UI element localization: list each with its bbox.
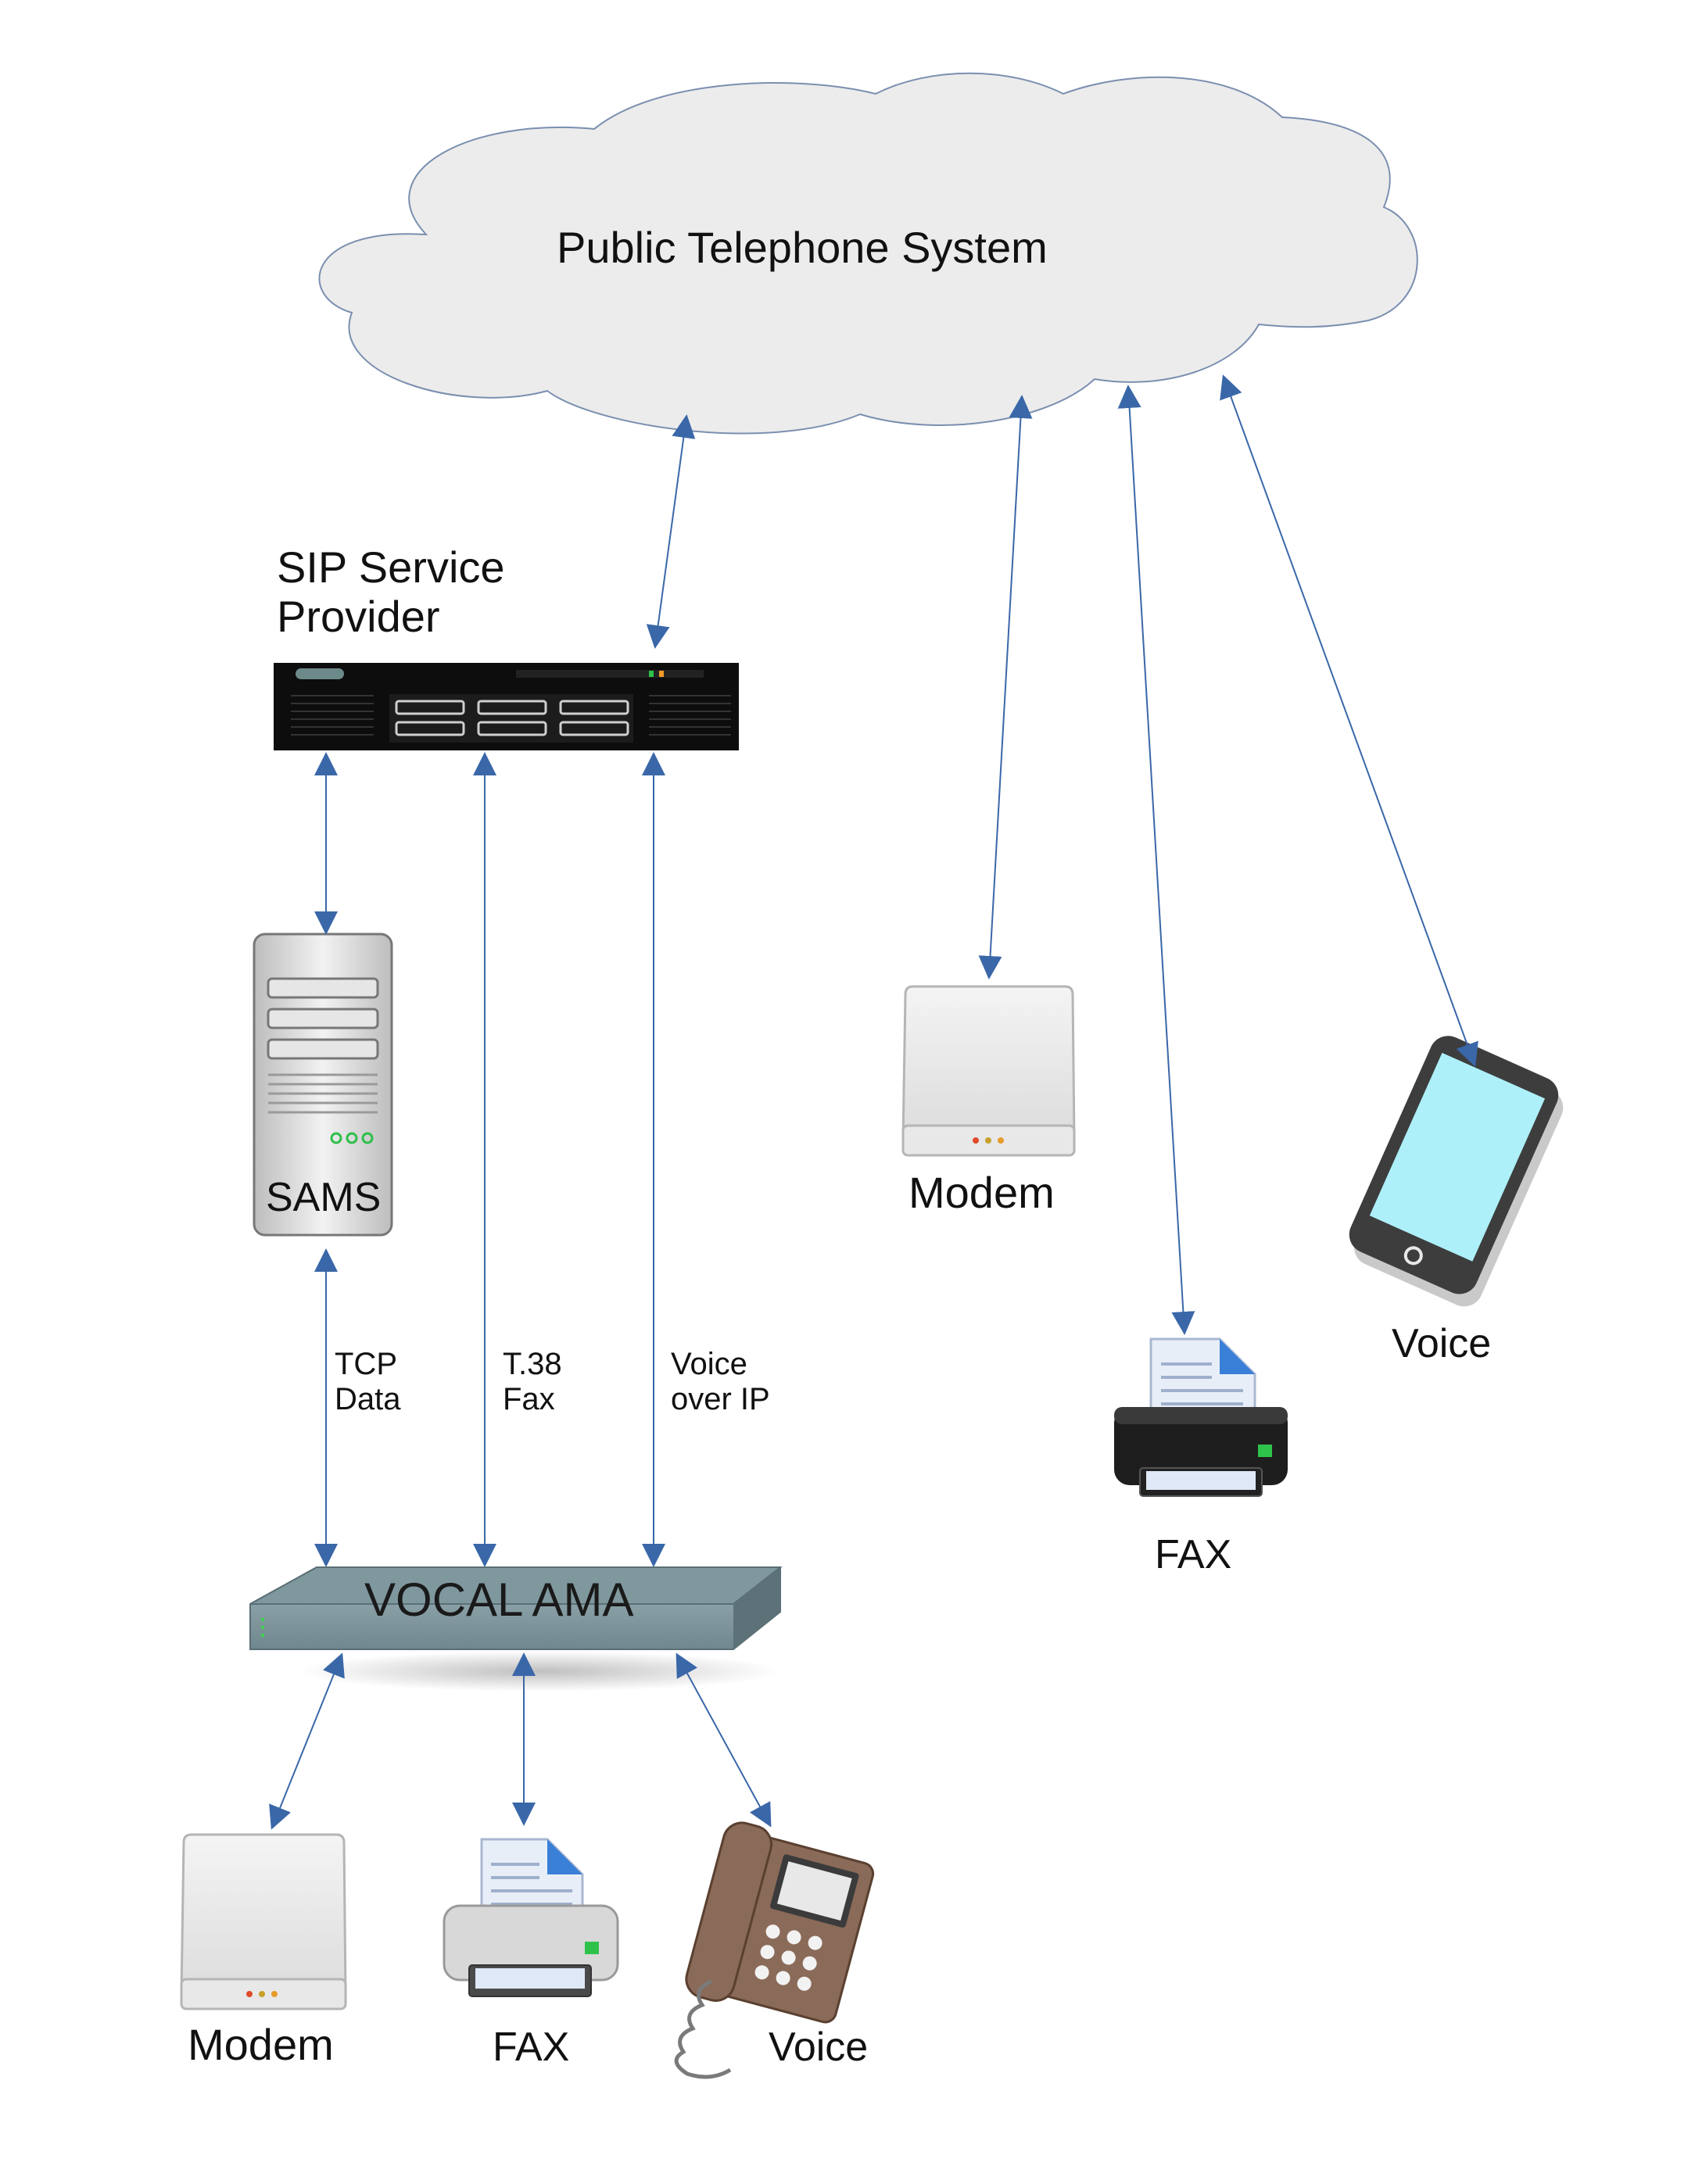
link-cloud-fax: [1117, 385, 1195, 1335]
sip-rack-icon: [274, 663, 739, 750]
connection-arrows: [269, 374, 1478, 1830]
link-label-voip: Voice over IP: [671, 1347, 770, 1416]
local-modem-label: Modem: [188, 2020, 334, 2069]
cloud-shape: [318, 72, 1418, 435]
link-ama-modem: [269, 1652, 345, 1830]
cloud-label: Public Telephone System: [557, 223, 1048, 272]
sams-server-icon: [253, 933, 393, 1237]
sams-label: SAMS: [266, 1175, 382, 1220]
link-ama-voice: [676, 1652, 772, 1828]
link-cloud-voice: [1220, 374, 1478, 1067]
local-voice-label: Voice: [769, 2025, 869, 2070]
pstn-modem-icon: [901, 985, 1076, 1157]
sip-provider-label: SIP Service Provider: [277, 542, 505, 641]
pstn-voice-label: Voice: [1392, 1321, 1492, 1366]
pstn-modem-label: Modem: [909, 1168, 1055, 1217]
link-cloud-modem: [978, 395, 1033, 979]
vocal-ama-switch-icon: [249, 1566, 783, 1692]
link-sip-cloud: [646, 414, 696, 649]
pstn-fax-label: FAX: [1155, 1532, 1232, 1577]
pstn-smartphone-icon: [1349, 1036, 1564, 1307]
local-modem-icon: [180, 1833, 347, 2010]
local-fax-label: FAX: [493, 2025, 570, 2070]
link-label-t38: T.38 Fax: [503, 1347, 562, 1416]
pstn-fax-icon: [1114, 1337, 1288, 1497]
local-deskphone-icon: [674, 1821, 875, 2079]
link-label-tcp: TCP Data: [335, 1347, 401, 1416]
local-fax-icon: [443, 1838, 619, 1997]
vocal-ama-label: VOCAL AMA: [364, 1574, 634, 1626]
